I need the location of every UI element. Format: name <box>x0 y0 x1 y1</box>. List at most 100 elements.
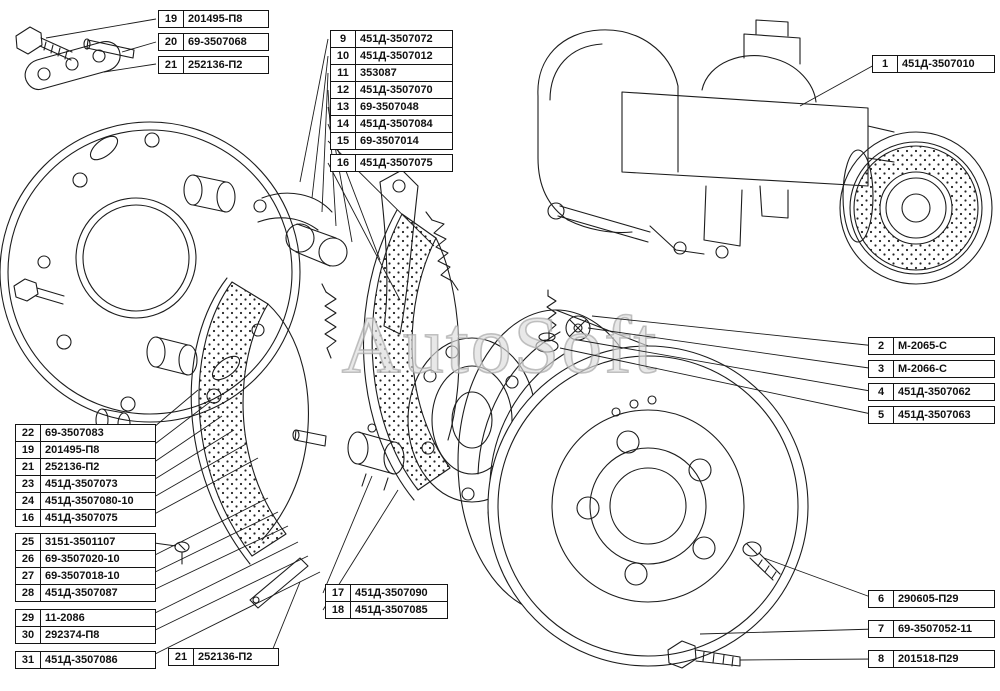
part-number: 451Д-3507084 <box>355 115 453 133</box>
adjuster-parts-drawing <box>146 174 348 376</box>
part-number: 252136-П2 <box>193 648 279 666</box>
part-label: 22 69-3507083 <box>15 424 156 442</box>
part-position-number: 16 <box>330 154 356 172</box>
part-position-number: 29 <box>15 609 41 627</box>
part-label: 16 451Д-3507075 <box>15 509 156 527</box>
part-label: 23 451Д-3507073 <box>15 475 156 493</box>
brake-drum-drawing <box>457 309 809 667</box>
part-position-number: 1 <box>872 55 898 73</box>
part-position-number: 28 <box>15 584 41 602</box>
part-number: 451Д-3507086 <box>40 651 156 669</box>
part-number: 69-3507048 <box>355 98 453 116</box>
part-label: 5 451Д-3507063 <box>868 406 995 424</box>
part-position-number: 21 <box>168 648 194 666</box>
brake-shoe-right-drawing <box>363 209 460 501</box>
part-position-number: 20 <box>158 33 184 51</box>
part-number: 69-3507052-11 <box>893 620 995 638</box>
part-number: 451Д-3507075 <box>355 154 453 172</box>
part-position-number: 23 <box>15 475 41 493</box>
label-group-top-middle: 9 451Д-3507072 10 451Д-3507012 11 353087… <box>330 30 453 172</box>
part-number: 3151-3501107 <box>40 533 156 551</box>
hub-flange-drawing <box>407 337 537 503</box>
part-position-number: 31 <box>15 651 41 669</box>
part-position-number: 10 <box>330 47 356 65</box>
part-label: 9 451Д-3507072 <box>330 30 453 48</box>
part-number: 353087 <box>355 64 453 82</box>
part-position-number: 13 <box>330 98 356 116</box>
part-position-number: 16 <box>15 509 41 527</box>
part-label: 7 69-3507052-11 <box>868 620 995 638</box>
part-number: 290605-П29 <box>893 590 995 608</box>
part-label: 27 69-3507018-10 <box>15 567 156 585</box>
part-position-number: 14 <box>330 115 356 133</box>
part-position-number: 12 <box>330 81 356 99</box>
strut-drawing <box>249 557 309 609</box>
wheel-cylinder-drawing <box>347 423 405 491</box>
part-position-number: 9 <box>330 30 356 48</box>
part-label: 16 451Д-3507075 <box>330 154 453 172</box>
part-label: 19 201495-П8 <box>158 10 269 28</box>
part-label: 26 69-3507020-10 <box>15 550 156 568</box>
part-number: 451Д-3507085 <box>350 601 448 619</box>
part-label: 19 201495-П8 <box>15 441 156 459</box>
part-number: 451Д-3507063 <box>893 406 995 424</box>
part-position-number: 26 <box>15 550 41 568</box>
left-fasteners-drawing <box>13 278 131 436</box>
part-number: 451Д-3507072 <box>355 30 453 48</box>
rear-axle-drawing <box>537 19 993 285</box>
part-number: 201495-П8 <box>40 441 156 459</box>
part-label: 11 353087 <box>330 64 453 82</box>
part-position-number: 18 <box>325 601 351 619</box>
part-label: 2 М-2065-С <box>868 337 995 355</box>
label-group-bottom-right: 6 290605-П29 7 69-3507052-11 8 201518-П2… <box>868 590 995 668</box>
part-label: 15 69-3507014 <box>330 132 453 150</box>
top-left-fasteners-drawing <box>15 26 135 91</box>
label-group-bottom-middle: 17 451Д-3507090 18 451Д-3507085 <box>325 584 448 619</box>
part-position-number: 17 <box>325 584 351 602</box>
part-position-number: 27 <box>15 567 41 585</box>
part-number: 252136-П2 <box>40 458 156 476</box>
label-group-bottom-single: 21 252136-П2 <box>168 648 279 666</box>
part-label: 28 451Д-3507087 <box>15 584 156 602</box>
part-label: 3 М-2066-С <box>868 360 995 378</box>
part-number: 451Д-3507012 <box>355 47 453 65</box>
part-number: 451Д-3507075 <box>40 509 156 527</box>
part-position-number: 30 <box>15 626 41 644</box>
part-position-number: 11 <box>330 64 356 82</box>
part-number: 252136-П2 <box>183 56 269 74</box>
part-position-number: 8 <box>868 650 894 668</box>
part-label: 1 451Д-3507010 <box>872 55 995 73</box>
part-number: 451Д-3507010 <box>897 55 995 73</box>
part-label: 25 3151-3501107 <box>15 533 156 551</box>
part-number: 201495-П8 <box>183 10 269 28</box>
part-label: 30 292374-П8 <box>15 626 156 644</box>
part-label: 4 451Д-3507062 <box>868 383 995 401</box>
part-label: 21 252136-П2 <box>158 56 269 74</box>
part-position-number: 21 <box>158 56 184 74</box>
part-number: 292374-П8 <box>40 626 156 644</box>
part-number: 451Д-3507070 <box>355 81 453 99</box>
part-number: М-2066-С <box>893 360 995 378</box>
part-number: 451Д-3507090 <box>350 584 448 602</box>
part-number: 451Д-3507087 <box>40 584 156 602</box>
part-label: 13 69-3507048 <box>330 98 453 116</box>
part-label: 20 69-3507068 <box>158 33 269 51</box>
springs-drawing <box>321 211 557 359</box>
part-position-number: 7 <box>868 620 894 638</box>
part-label: 12 451Д-3507070 <box>330 81 453 99</box>
part-position-number: 19 <box>158 10 184 28</box>
watermark: AutoSoft <box>342 299 659 390</box>
part-label: 18 451Д-3507085 <box>325 601 448 619</box>
part-number: 69-3507018-10 <box>40 567 156 585</box>
part-number: 69-3507083 <box>40 424 156 442</box>
part-label: 10 451Д-3507012 <box>330 47 453 65</box>
part-number: 69-3507020-10 <box>40 550 156 568</box>
part-number: 451Д-3507080-10 <box>40 492 156 510</box>
part-position-number: 19 <box>15 441 41 459</box>
label-group-right-middle: 2 М-2065-С 3 М-2066-С 4 451Д-3507062 5 4… <box>868 337 995 424</box>
label-group-top-right: 1 451Д-3507010 <box>872 55 995 73</box>
backing-plate-drawing <box>0 121 301 423</box>
part-label: 17 451Д-3507090 <box>325 584 448 602</box>
